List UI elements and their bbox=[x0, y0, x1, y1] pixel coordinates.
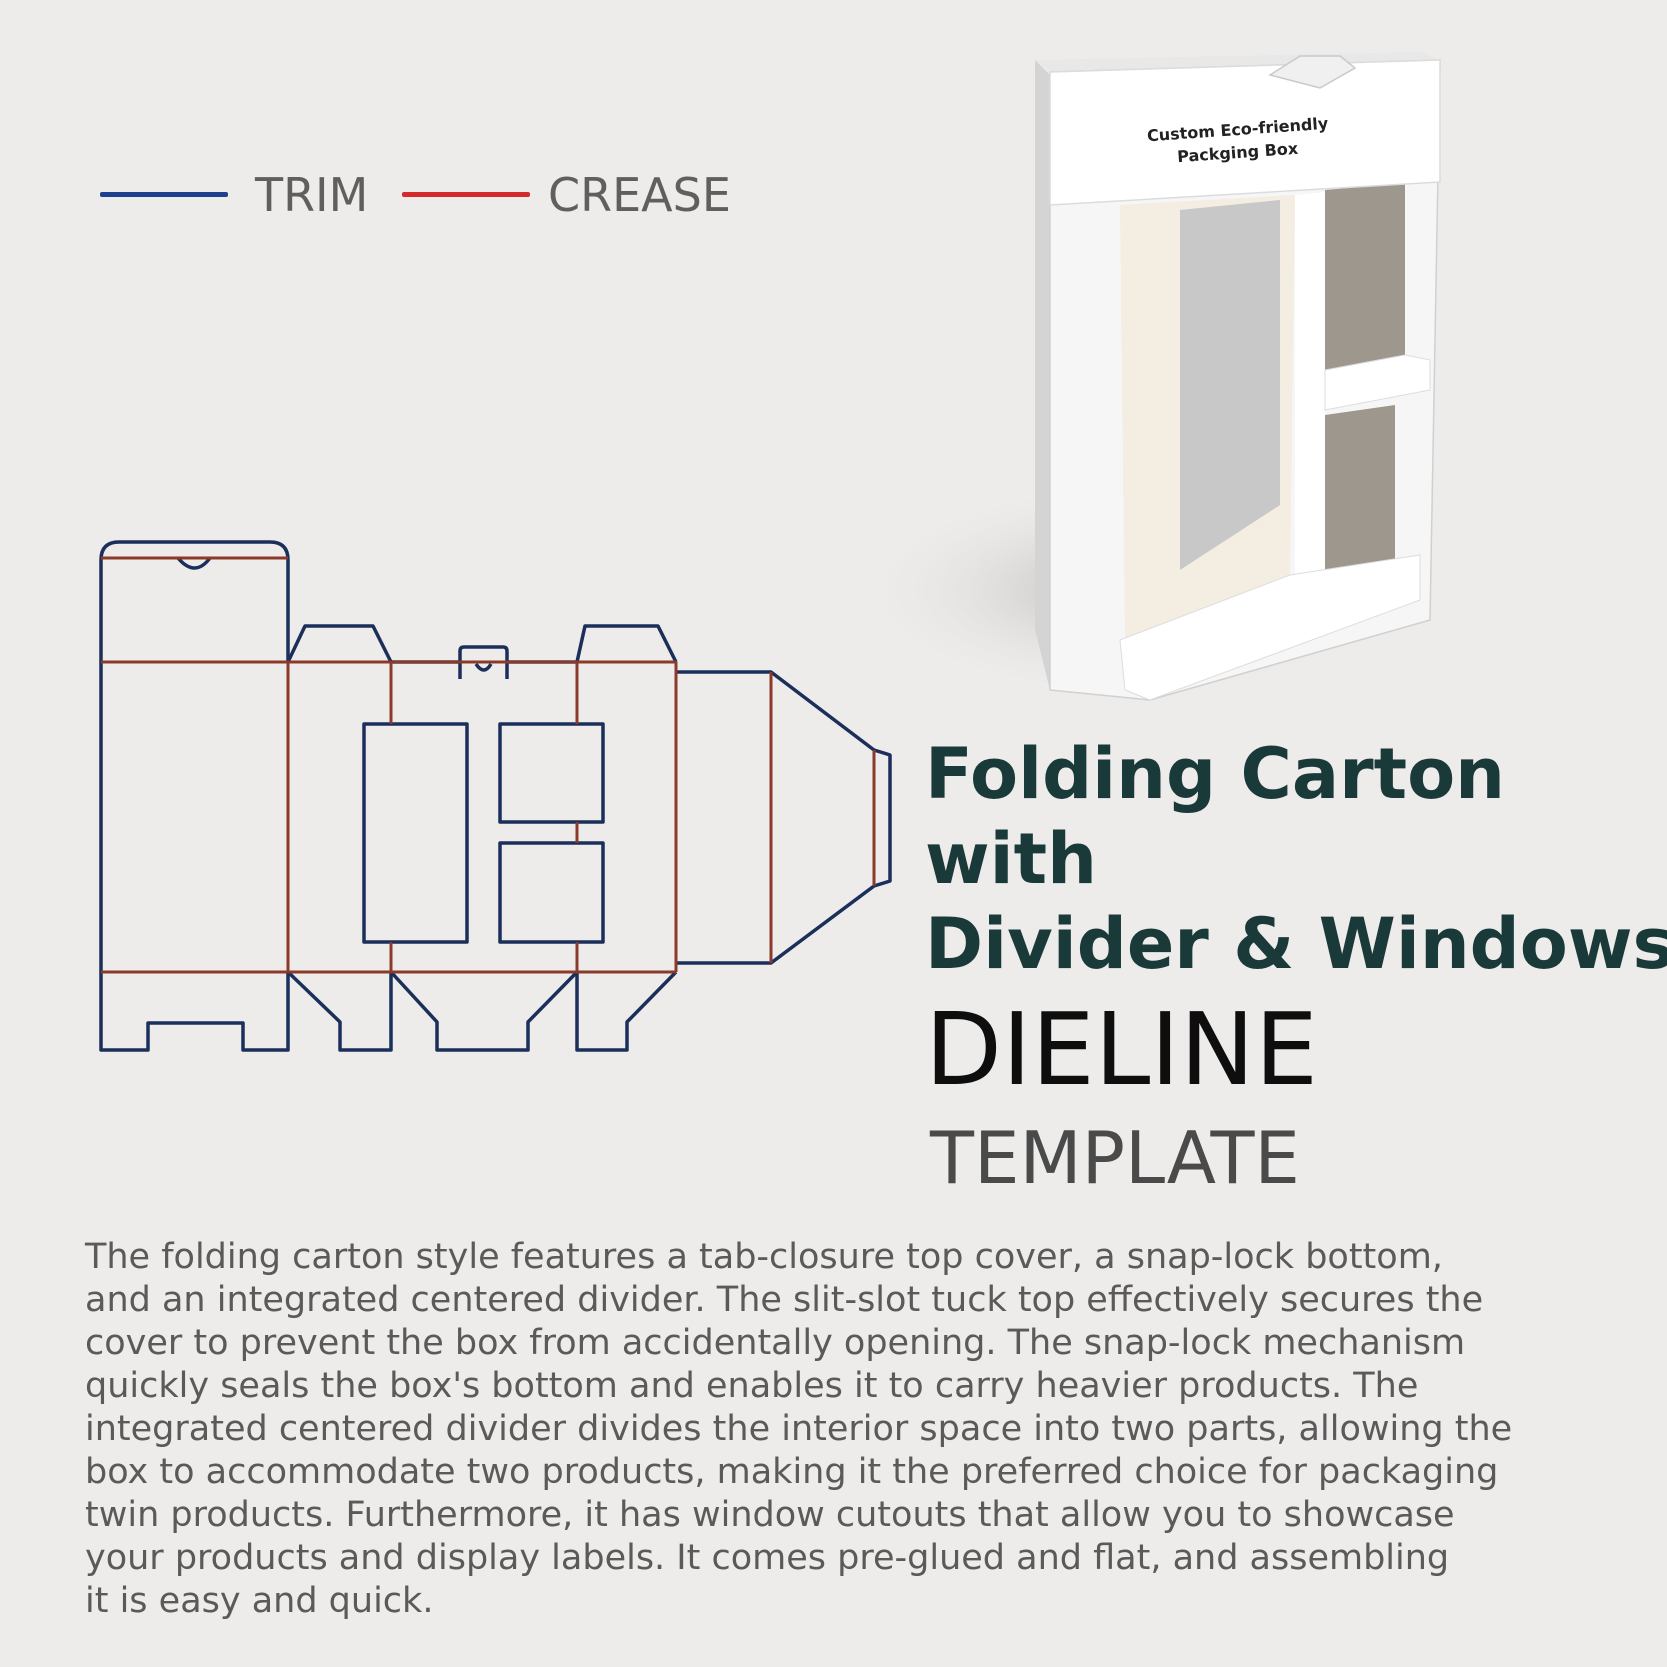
subtitle-dieline: DIELINE bbox=[925, 991, 1318, 1108]
crease-label: CREASE bbox=[548, 168, 731, 222]
subtitle-template: TEMPLATE bbox=[930, 1116, 1300, 1200]
bottom-flap-1 bbox=[286, 970, 393, 1052]
front-panel-outline bbox=[99, 662, 290, 1052]
box-bottom-lip bbox=[1119, 554, 1421, 701]
window-tall bbox=[362, 722, 469, 944]
top-tuck-flap bbox=[99, 540, 290, 662]
description-line: cover to prevent the box from accidental… bbox=[85, 1323, 1466, 1363]
box-interior-right-upper bbox=[1325, 183, 1405, 370]
page-title: Folding Carton with Divider & Windows bbox=[925, 732, 1667, 987]
description-line: The folding carton style features a tab-… bbox=[85, 1237, 1443, 1277]
description-line: twin products. Furthermore, it has windo… bbox=[85, 1495, 1455, 1535]
description: The folding carton style features a tab-… bbox=[85, 1236, 1615, 1623]
trim-label: TRIM bbox=[255, 168, 369, 222]
box-tab bbox=[1268, 55, 1357, 89]
dust-flap-1 bbox=[286, 624, 393, 663]
center-tab bbox=[458, 645, 509, 679]
trim-line-swatch bbox=[100, 192, 228, 197]
box-side-face bbox=[1035, 60, 1050, 690]
side-panel-outline bbox=[676, 670, 892, 965]
title-line-2: with bbox=[925, 818, 1097, 900]
title-line-3: Divider & Windows bbox=[925, 903, 1667, 985]
title-line-1: Folding Carton bbox=[925, 733, 1505, 815]
description-line: your products and display labels. It com… bbox=[85, 1538, 1450, 1578]
tuck-slot bbox=[176, 556, 212, 570]
bottom-flap-2 bbox=[389, 970, 579, 1052]
bottom-flap-3 bbox=[575, 970, 678, 1052]
dust-flap-2 bbox=[575, 624, 678, 663]
crease-line-swatch bbox=[402, 192, 530, 197]
description-line: integrated centered divider divides the … bbox=[85, 1409, 1513, 1449]
description-line: it is easy and quick. bbox=[85, 1581, 434, 1621]
description-line: and an integrated centered divider. The … bbox=[85, 1280, 1484, 1320]
box-shelf bbox=[1324, 354, 1431, 411]
window-lower bbox=[498, 841, 605, 944]
center-tab-slot bbox=[474, 662, 493, 672]
window-upper bbox=[498, 722, 605, 824]
description-line: box to accommodate two products, making … bbox=[85, 1452, 1499, 1492]
box-interior-left-wall bbox=[1180, 200, 1280, 570]
description-line: quickly seals the box's bottom and enabl… bbox=[85, 1366, 1419, 1406]
crease-lines bbox=[101, 556, 876, 974]
box-interior-right-lower bbox=[1325, 405, 1395, 590]
box-divider bbox=[1295, 192, 1325, 598]
